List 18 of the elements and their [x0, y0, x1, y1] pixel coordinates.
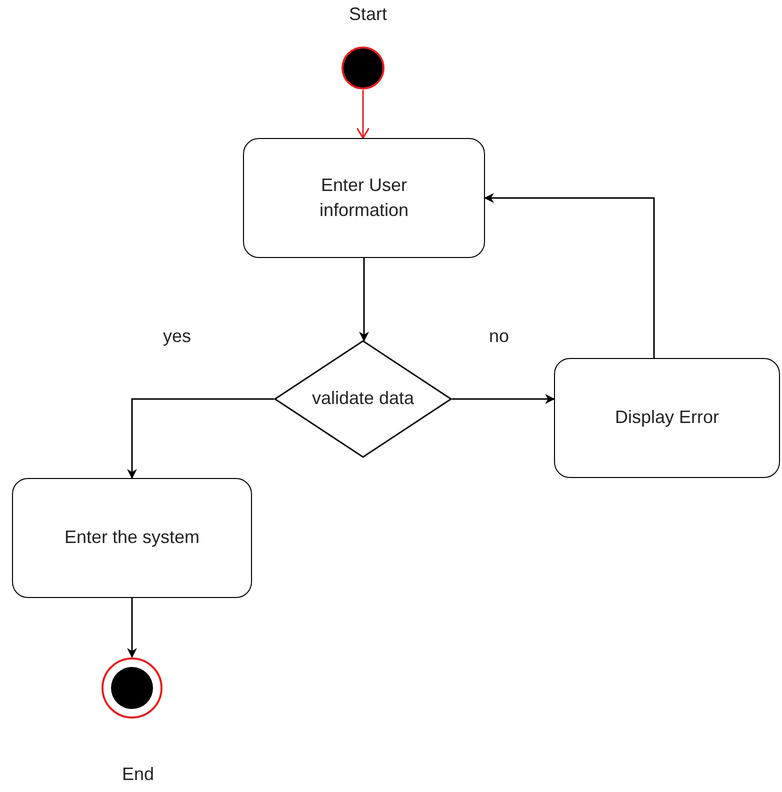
initial-node-circle	[341, 46, 385, 90]
activity-box	[243, 138, 485, 258]
decision-diamond	[274, 340, 452, 458]
final-node-circle	[101, 657, 163, 719]
arrow	[356, 90, 370, 139]
node-text: Display Error	[614, 406, 720, 430]
arrow	[484, 193, 655, 358]
arrow	[359, 258, 369, 342]
node-text: validate data	[312, 387, 414, 410]
arrow	[127, 398, 274, 479]
node-text: Enter the system	[63, 526, 201, 550]
activity-box	[554, 358, 780, 478]
arrow	[452, 394, 555, 404]
arrow	[127, 598, 137, 658]
node-text: Enter User information	[318, 174, 410, 222]
activity-box	[12, 478, 252, 598]
node-caption: End	[122, 764, 154, 785]
node-caption: Start	[349, 4, 388, 25]
